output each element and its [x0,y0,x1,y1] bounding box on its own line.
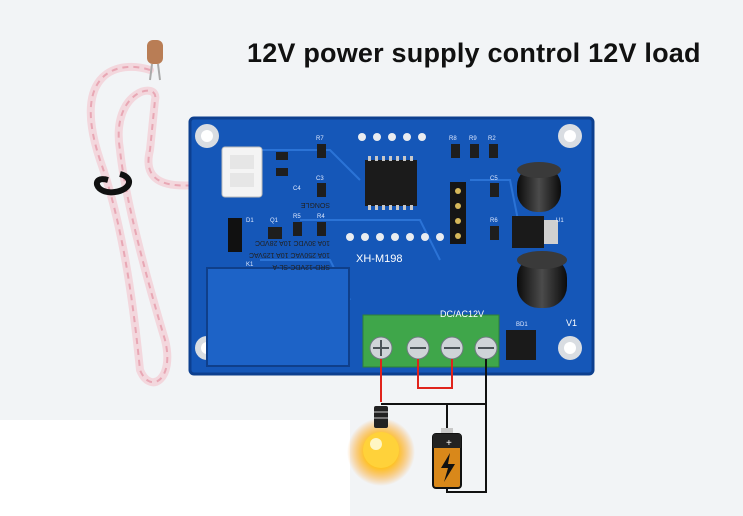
pcb-board: SRD-12VDC-SL-A 10A 250VAC 10A 125VAC 10A… [188,116,595,376]
voltage-regulator [512,216,544,248]
silk-r7: R7 [316,136,324,142]
silk-r8: R8 [449,136,457,142]
silk-bd1: BD1 [516,322,528,328]
light-bulb-icon [347,406,415,486]
v1-label: V1 [566,318,577,328]
silk-r5: R5 [293,214,301,220]
battery-charging-icon: + [432,428,462,489]
photo-caption: 12V power supply control 12V load [247,38,701,68]
relay-rating-text-2: 10A 30VDC 10A 28VDC [255,239,330,246]
silk-r4: R4 [317,214,325,220]
probe-tip [147,40,163,64]
silk-d1: D1 [246,218,254,224]
silk-r2: R2 [488,136,496,142]
silk-q1: Q1 [270,218,279,224]
solder-pads [346,133,444,241]
silk-r9: R9 [469,136,477,142]
silk-c3: C3 [316,176,324,182]
silk-c4: C4 [293,186,301,192]
terminal-voltage-label: DC/AC12V [440,309,484,319]
silk-c5: C5 [490,176,498,182]
board-model-label: XH-M198 [356,253,402,265]
terminal-block [362,314,500,368]
relay-rating-text-1: 10A 250VAC 10A 125VAC [249,251,330,258]
relay-model-text: SRD-12VDC-SL-A [272,263,330,270]
silk-u1: U1 [556,218,564,224]
svg-text:+: + [446,438,452,449]
photo-background-patch [0,420,350,516]
load-wiring [380,359,487,493]
temperature-probe-cable [86,40,234,387]
silk-k1: K1 [246,262,254,268]
relay: SRD-12VDC-SL-A 10A 250VAC 10A 125VAC 10A… [206,201,350,367]
pin-header [450,182,466,244]
diode-bridge [506,330,536,360]
probe-connector [221,146,263,198]
ic-chip [365,160,417,206]
electrolytic-capacitors [517,162,567,308]
silk-r6: R6 [490,218,498,224]
relay-brand-text: SONGLE [300,201,330,208]
